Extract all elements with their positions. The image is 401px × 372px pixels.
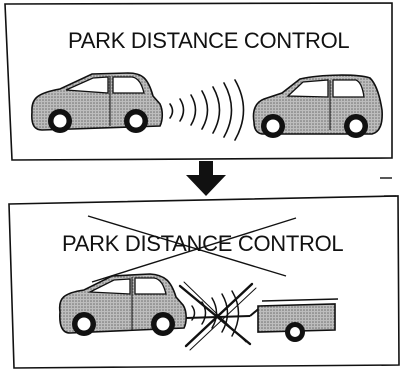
top-panel: PARK DISTANCE CONTROL	[5, 3, 392, 160]
bottom-panel: PARK DISTANCE CONTROL	[9, 196, 399, 368]
down-arrow-icon	[186, 161, 226, 196]
obstacle-car	[253, 75, 382, 138]
rear-car-with-tow	[60, 274, 187, 336]
sensor-waves	[170, 80, 244, 140]
edge-marks	[380, 178, 396, 196]
top-panel-caption: PARK DISTANCE CONTROL	[68, 28, 349, 53]
rear-car	[32, 73, 162, 133]
bottom-panel-caption: PARK DISTANCE CONTROL	[62, 231, 343, 256]
